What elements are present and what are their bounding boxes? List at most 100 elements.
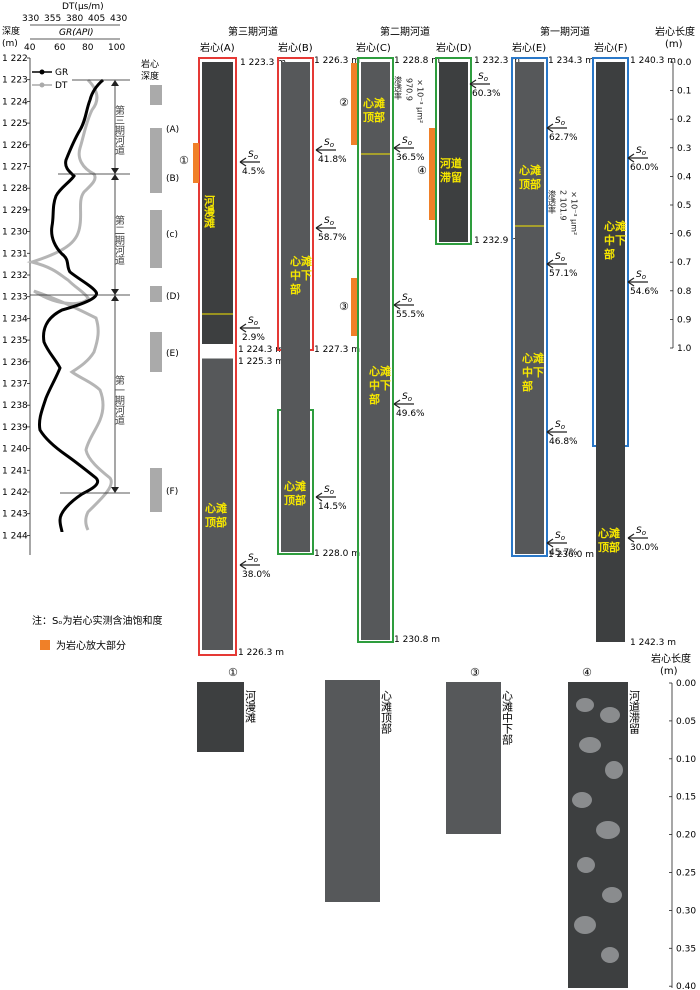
so-value: 62.7% [549, 133, 578, 143]
core-b-bottom-depth: 1 228.0 m [314, 549, 360, 559]
depth-unit: (m) [2, 39, 18, 49]
core-c-bottom-depth: 1 230.8 m [394, 635, 440, 645]
bar-top-e1: 心滩 [519, 163, 541, 177]
core-b-segment [281, 62, 310, 412]
zoom-scale-label: 0.25 [676, 869, 696, 879]
depth-label: 1 230 [2, 228, 28, 238]
length-label: 0.0 [677, 58, 692, 68]
core-e-frame [511, 57, 548, 557]
zoom-scale-label: 0.30 [676, 906, 696, 916]
core-depth-bars [150, 85, 162, 512]
so-symbol: So [402, 392, 412, 403]
zoom-marker-2: ② [339, 96, 349, 109]
core-e-segment [515, 62, 544, 554]
so-annotation: So 62.7% [546, 116, 578, 143]
so-annotation: So4.5% [239, 150, 265, 177]
zoom-panel-2 [325, 680, 380, 902]
zoom-scale-title: 岩心长度 [651, 652, 691, 665]
core-depth-title-2: 深度 [141, 70, 159, 82]
so-annotation: So2.9% [239, 316, 265, 343]
bar-mid-lower-f3: 部 [604, 247, 615, 261]
core-a-gap [201, 349, 234, 359]
so-symbol: So [555, 531, 565, 542]
so-value: 4.5% [242, 167, 265, 177]
depth-label: 1 224 [2, 97, 28, 107]
core-d-segment [439, 62, 468, 242]
length-label: 0.4 [677, 172, 692, 182]
legend-gr: GR [55, 68, 68, 78]
depth-label: 1 240 [2, 445, 28, 455]
zoom-panel-3 [446, 682, 501, 834]
bar-mid-lower-c2: 中下 [369, 378, 391, 392]
depth-label: 1 237 [2, 380, 28, 390]
depth-label: 1 236 [2, 358, 28, 368]
depth-label: 1 223 [2, 76, 28, 86]
zoom-panel-4-label: 河道滞留 [628, 690, 641, 735]
so-value: 58.7% [318, 233, 347, 243]
header-channel2: 第二期河道 [380, 25, 430, 38]
core-depth-b: (B) [166, 174, 179, 184]
depth-label: 1 232 [2, 271, 28, 281]
header-channel1: 第一期河道 [540, 25, 590, 38]
bar-mid-lower-f2: 中下 [604, 233, 626, 247]
length-label: 0.5 [677, 201, 691, 211]
core-e: 心滩 顶部 心滩 中下 部 1 234.3 m 1 236.0 m 渗透率 2 … [511, 56, 594, 560]
dt-axis-label: DT(μs/m) [62, 2, 104, 12]
so-value: 55.5% [396, 310, 425, 320]
zoom-panel-4 [568, 682, 628, 988]
zoom-panels: ① 河漫滩 心滩顶部 ③ 心滩中下部 ④ 河道滞留 岩心长度 (m) 0.000… [197, 652, 696, 990]
zoom-panel-3-marker: ③ [470, 666, 480, 679]
core-d-frame [435, 57, 472, 245]
so-symbol: So [555, 116, 565, 127]
so-value: 30.0% [630, 543, 659, 553]
core-e-bottom-depth: 1 236.0 m [548, 550, 594, 560]
zoom-panel-1-label: 河漫滩 [244, 690, 257, 724]
dt-tick: 330 [22, 14, 39, 24]
zoom-scale-label: 0.40 [676, 982, 696, 990]
core-d: 河道 滞留 1 232.3 m 1 232.9 m ④ [417, 56, 520, 246]
core-d-bottom-depth: 1 232.9 m [474, 236, 520, 246]
lag-d2: 滞留 [440, 170, 462, 184]
bar-top-b2: 顶部 [284, 493, 306, 507]
so-value: 38.0% [242, 570, 271, 580]
bar-top-f1: 心滩 [598, 526, 620, 540]
core-d-title: 岩心(D) [436, 41, 472, 54]
dt-tick: 430 [110, 14, 127, 24]
legend-dt: DT [55, 81, 68, 91]
so-value: 57.1% [549, 269, 578, 279]
zoom-marker-4: ④ [417, 164, 427, 177]
core-f-top-depth: 1 240.3 m [630, 56, 676, 66]
length-label: 0.8 [677, 287, 692, 297]
so-value: 14.5% [318, 502, 347, 512]
core-a-bottom-depth: 1 226.3 m [238, 648, 284, 658]
zoom-marker-3: ③ [339, 300, 349, 313]
gr-axis-label: GR(API) [59, 28, 94, 38]
log-panel: DT(μs/m) 330 355 380 405 430 GR(API) 40 … [2, 2, 180, 555]
core-depth-title-1: 岩心 [141, 58, 159, 70]
so-value: 46.8% [549, 437, 578, 447]
log-channel-labels: 第三期河道 第二期河道 第一期河道 [113, 104, 125, 425]
core-c: 心滩 顶部 心滩 中下 部 1 228.8 m 1 230.8 m ② ③ 渗透… [339, 56, 440, 645]
so-value: 45.7% [549, 548, 578, 558]
core-b-segment [281, 412, 310, 552]
zoom-panel-2-label: 心滩顶部 [380, 690, 393, 734]
core-f-segment [596, 62, 625, 642]
length-label: 0.1 [677, 87, 691, 97]
core-f: 心滩 中下 部 心滩 顶部 1 240.3 m 1 242.3 m [592, 56, 676, 648]
log-channel3: 第三期河道 [113, 104, 125, 155]
perm-e-label: 渗透率 [548, 189, 557, 215]
depth-label: 1 233 [2, 293, 28, 303]
so-symbol: So [636, 526, 646, 537]
depth-label: 1 241 [2, 466, 28, 476]
zoom-scale-label: 0.35 [676, 944, 696, 954]
zoom-scale-unit: (m) [660, 666, 678, 677]
